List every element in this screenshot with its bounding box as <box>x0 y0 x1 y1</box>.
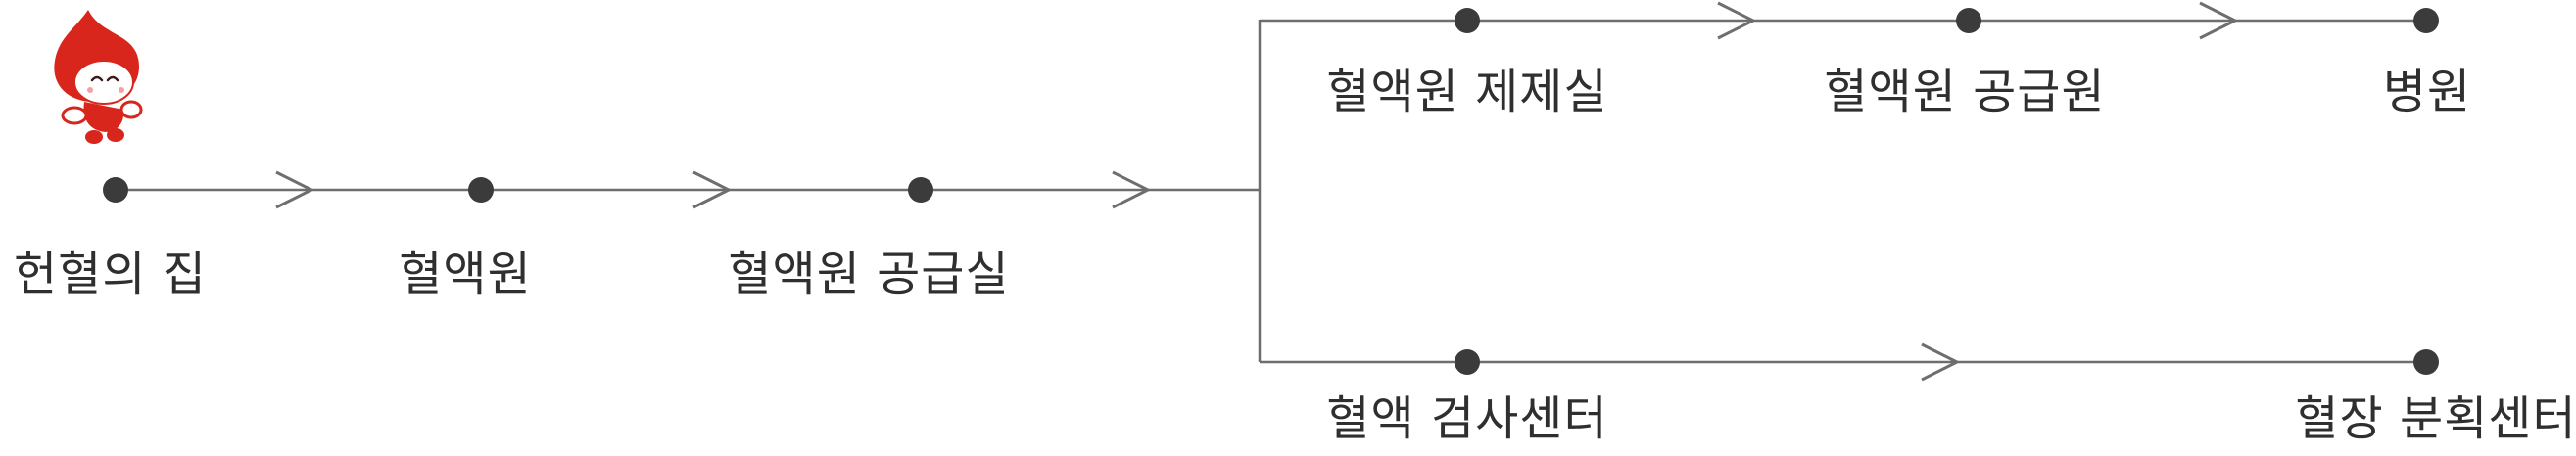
label-donor-home: 헌혈의 집 <box>14 247 207 301</box>
label-hospital: 병원 <box>2382 65 2472 119</box>
node-blood-supply-staff <box>1956 8 1981 33</box>
node-blood-center <box>468 177 494 203</box>
label-plasma-fractionation-center: 혈장 분획센터 <box>2295 391 2576 446</box>
node-hospital <box>2413 8 2439 33</box>
node-blood-processing-room <box>1455 8 1480 33</box>
label-blood-supply-room: 혈액원 공급실 <box>728 247 1010 301</box>
node-plasma-fractionation-center <box>2413 349 2439 375</box>
node-donor-home <box>103 177 128 203</box>
flow-arrow-1 <box>275 170 315 209</box>
flow-arrow-4 <box>1717 1 1757 40</box>
node-blood-supply-room <box>908 177 933 203</box>
label-blood-testing-center: 혈액 검사센터 <box>1326 391 1608 446</box>
node-blood-testing-center <box>1455 349 1480 375</box>
label-blood-processing-room: 혈액원 제제실 <box>1326 65 1608 119</box>
flow-arrow-5 <box>2199 1 2239 40</box>
label-blood-center: 혈액원 <box>399 247 532 301</box>
flow-arrow-2 <box>692 170 733 209</box>
flow-arrow-6 <box>1921 342 1961 382</box>
flow-arrow-3 <box>1112 170 1152 209</box>
label-blood-supply-staff: 혈액원 공급원 <box>1824 65 2106 119</box>
blood-drop-mascot-icon <box>54 10 143 144</box>
